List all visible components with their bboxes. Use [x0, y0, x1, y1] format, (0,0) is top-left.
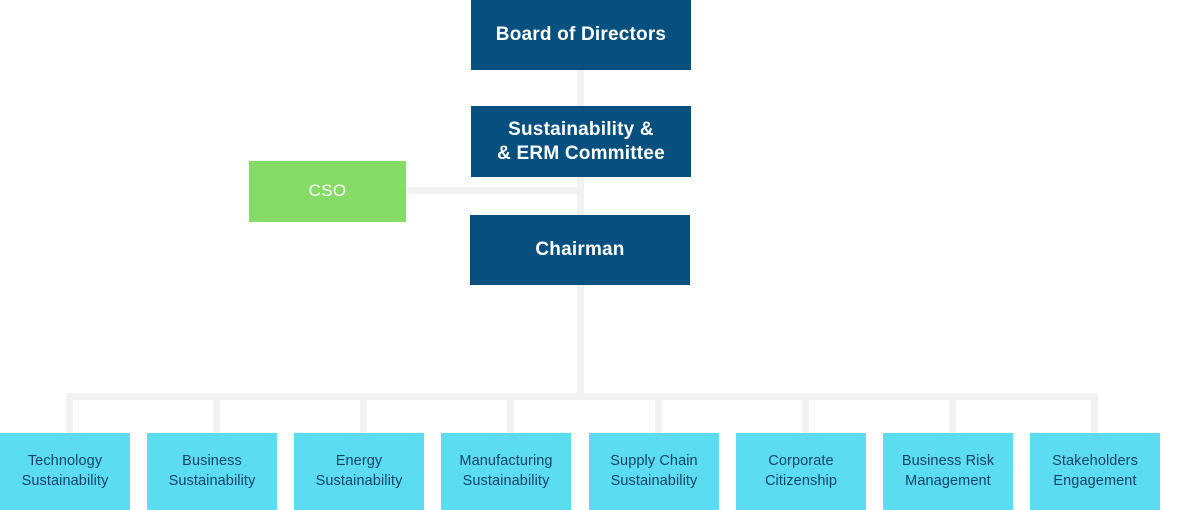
connector-drop-unit-2 — [213, 393, 220, 433]
connector-drop-unit-8 — [1091, 393, 1098, 433]
connector-drop-unit-4 — [507, 393, 514, 433]
connector-drop-unit-5 — [655, 393, 662, 433]
connector-drop-unit-3 — [360, 393, 367, 433]
node-unit-technology-sustainability[interactable]: Technology Sustainability — [0, 433, 130, 510]
node-unit-corporate-citizenship[interactable]: Corporate Citizenship — [736, 433, 866, 510]
connector-drop-unit-7 — [949, 393, 956, 433]
connector-horizontal-bus — [66, 393, 1098, 400]
connector-board-to-committee — [577, 70, 584, 106]
node-unit-stakeholders-engagement[interactable]: Stakeholders Engagement — [1030, 433, 1160, 510]
connector-chairman-to-bus — [577, 285, 584, 397]
node-chairman[interactable]: Chairman — [470, 215, 690, 285]
node-unit-business-risk-management[interactable]: Business Risk Management — [883, 433, 1013, 510]
connector-committee-to-chairman — [577, 177, 584, 215]
node-unit-supply-chain-sustainability[interactable]: Supply Chain Sustainability — [589, 433, 719, 510]
node-unit-manufacturing-sustainability[interactable]: Manufacturing Sustainability — [441, 433, 571, 510]
node-unit-business-sustainability[interactable]: Business Sustainability — [147, 433, 277, 510]
connector-cso-to-trunk — [406, 187, 581, 194]
node-cso[interactable]: CSO — [249, 161, 406, 222]
connector-drop-unit-6 — [802, 393, 809, 433]
connector-drop-unit-1 — [66, 393, 73, 433]
node-unit-energy-sustainability[interactable]: Energy Sustainability — [294, 433, 424, 510]
node-sustainability-erm-committee[interactable]: Sustainability & & ERM Committee — [471, 106, 691, 177]
node-board-of-directors[interactable]: Board of Directors — [471, 0, 691, 70]
